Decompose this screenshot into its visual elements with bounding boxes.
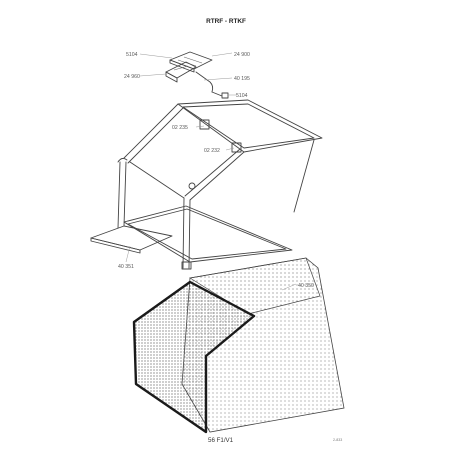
- grass-box-frame: [90, 99, 323, 270]
- part-label-24900: 24 900: [234, 52, 250, 58]
- part-label-24960: 24 960: [124, 74, 140, 80]
- part-label-40351: 40 351: [118, 264, 134, 270]
- footer-code: 56 F1/V1: [208, 437, 234, 444]
- handle-bracket: [165, 51, 229, 99]
- corner-code: 2-833: [333, 438, 342, 442]
- part-label-40350: 40 350: [298, 283, 314, 289]
- part-label-02235: 02 235: [172, 125, 188, 131]
- leader-lines: [125, 52, 297, 291]
- part-labels: 5104 24 900 24 960 40 195 5104 02 235 02…: [118, 52, 314, 289]
- part-label-02232: 02 232: [204, 148, 220, 154]
- grass-bag: [132, 257, 345, 434]
- part-label-5104-b: 5104: [236, 93, 248, 99]
- part-label-5104: 5104: [126, 52, 138, 58]
- diagram-title: RTRF - RTKF: [206, 18, 246, 25]
- part-label-40195: 40 195: [234, 76, 250, 82]
